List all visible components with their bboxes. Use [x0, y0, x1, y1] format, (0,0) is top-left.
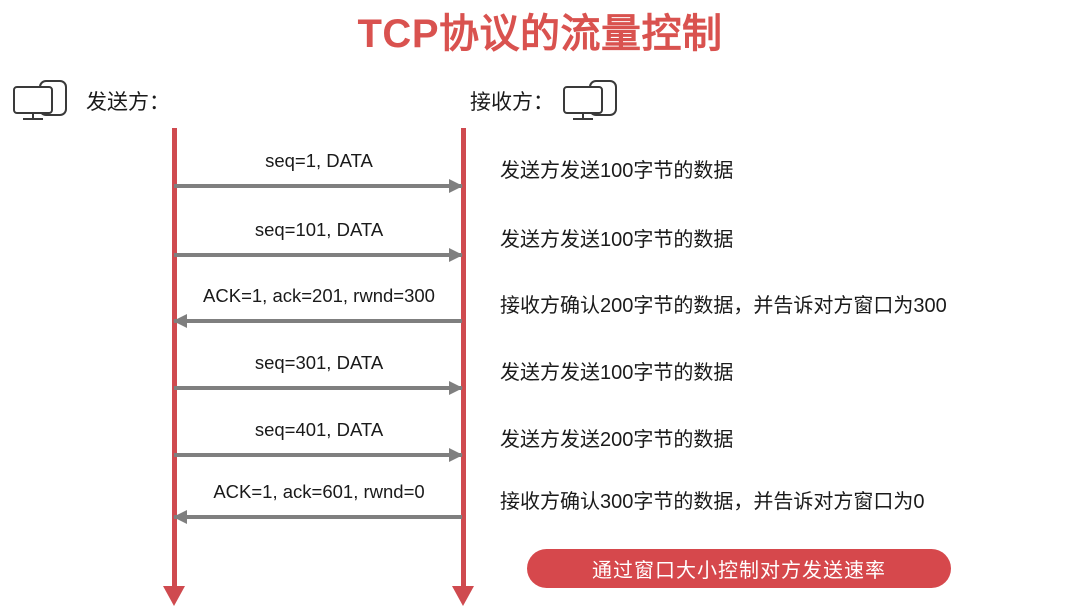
message-row: seq=1, DATA 发送方发送100字节的数据 [0, 148, 1080, 206]
message-label: seq=301, DATA [254, 352, 384, 373]
receiver-lifeline [461, 128, 466, 586]
message-arrow-left [173, 313, 462, 329]
sender-endpoint: 发送方： [10, 78, 170, 124]
message-row: seq=401, DATA 发送方发送200字节的数据 [0, 417, 1080, 475]
message-label: seq=401, DATA [254, 419, 384, 440]
message-arrow-right [174, 247, 463, 263]
message-row: ACK=1, ack=601, rwnd=0 接收方确认300字节的数据，并告诉… [0, 479, 1080, 537]
page-title: TCP协议的流量控制 [357, 12, 723, 56]
message-arrow-right [174, 447, 463, 463]
summary-banner: 通过窗口大小控制对方发送速率 [527, 549, 951, 588]
message-label: seq=101, DATA [254, 219, 384, 240]
message-row: seq=101, DATA 发送方发送100字节的数据 [0, 217, 1080, 275]
message-label: ACK=1, ack=201, rwnd=300 [203, 285, 435, 306]
message-label: seq=1, DATA [265, 150, 373, 171]
message-arrow-right [174, 380, 463, 396]
message-note: 发送方发送100字节的数据 [500, 160, 734, 182]
sender-label: 发送方： [86, 91, 170, 114]
message-note: 发送方发送100字节的数据 [500, 229, 734, 251]
desktop-computer-icon [560, 78, 624, 124]
receiver-label: 接收方： [470, 91, 554, 114]
receiver-lifeline-arrowhead [452, 586, 474, 606]
receiver-endpoint: 接收方： [470, 78, 624, 124]
sender-lifeline [172, 128, 177, 586]
message-row: seq=301, DATA 发送方发送100字节的数据 [0, 350, 1080, 408]
desktop-computer-icon [10, 78, 74, 124]
message-label: ACK=1, ack=601, rwnd=0 [213, 481, 425, 502]
sender-lifeline-arrowhead [163, 586, 185, 606]
message-row: ACK=1, ack=201, rwnd=300 接收方确认200字节的数据，并… [0, 283, 1080, 341]
message-arrow-left [173, 509, 462, 525]
message-note: 发送方发送200字节的数据 [500, 429, 734, 451]
message-note: 接收方确认200字节的数据，并告诉对方窗口为300 [500, 295, 947, 317]
message-arrow-right [174, 178, 463, 194]
message-note: 接收方确认300字节的数据，并告诉对方窗口为0 [500, 491, 925, 513]
message-note: 发送方发送100字节的数据 [500, 362, 734, 384]
